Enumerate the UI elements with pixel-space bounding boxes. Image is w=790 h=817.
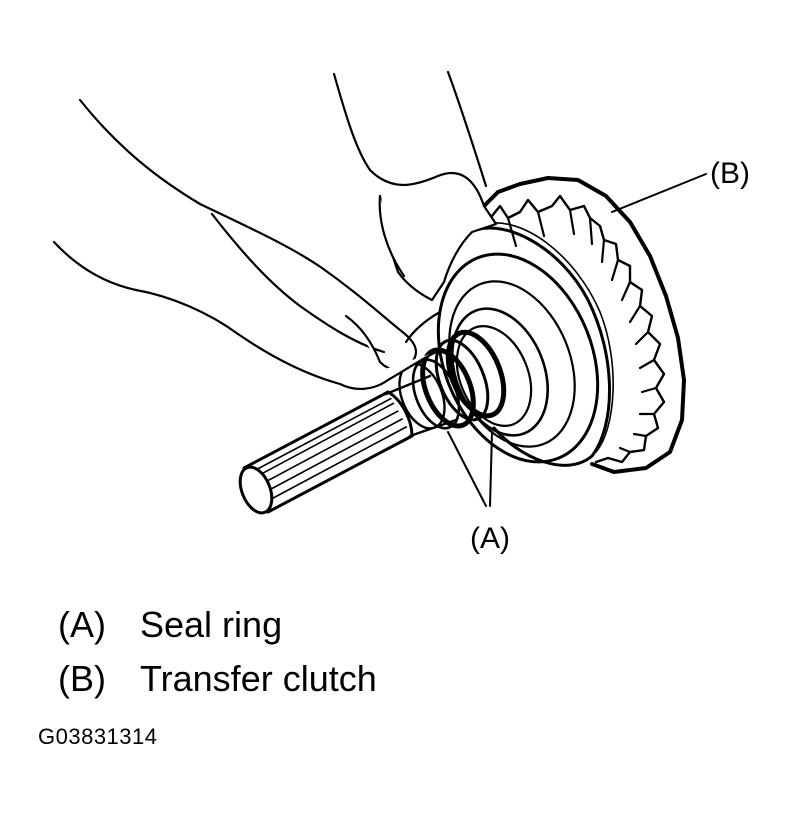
legend-item-transfer-clutch: (B) Transfer clutch — [58, 661, 377, 697]
technician-hands — [52, 70, 498, 390]
callout-b-label: (B) — [710, 157, 750, 190]
splined-shaft — [238, 374, 458, 515]
legend-item-seal-ring: (A) Seal ring — [58, 607, 282, 643]
figure-id: G03831314 — [38, 724, 158, 749]
callout-a-label: (A) — [470, 522, 510, 555]
callout-leaders — [447, 173, 707, 507]
transfer-clutch-drum — [464, 176, 686, 474]
clutch-hub — [436, 252, 600, 464]
leader-a-2 — [489, 431, 493, 507]
legend-key: (A) — [58, 604, 106, 645]
legend-key: (B) — [58, 658, 106, 699]
leader-b — [611, 173, 707, 213]
leader-a-1 — [447, 431, 487, 507]
legend-label: Transfer clutch — [140, 658, 377, 699]
seal-rings — [398, 329, 507, 430]
legend-label: Seal ring — [140, 604, 283, 645]
